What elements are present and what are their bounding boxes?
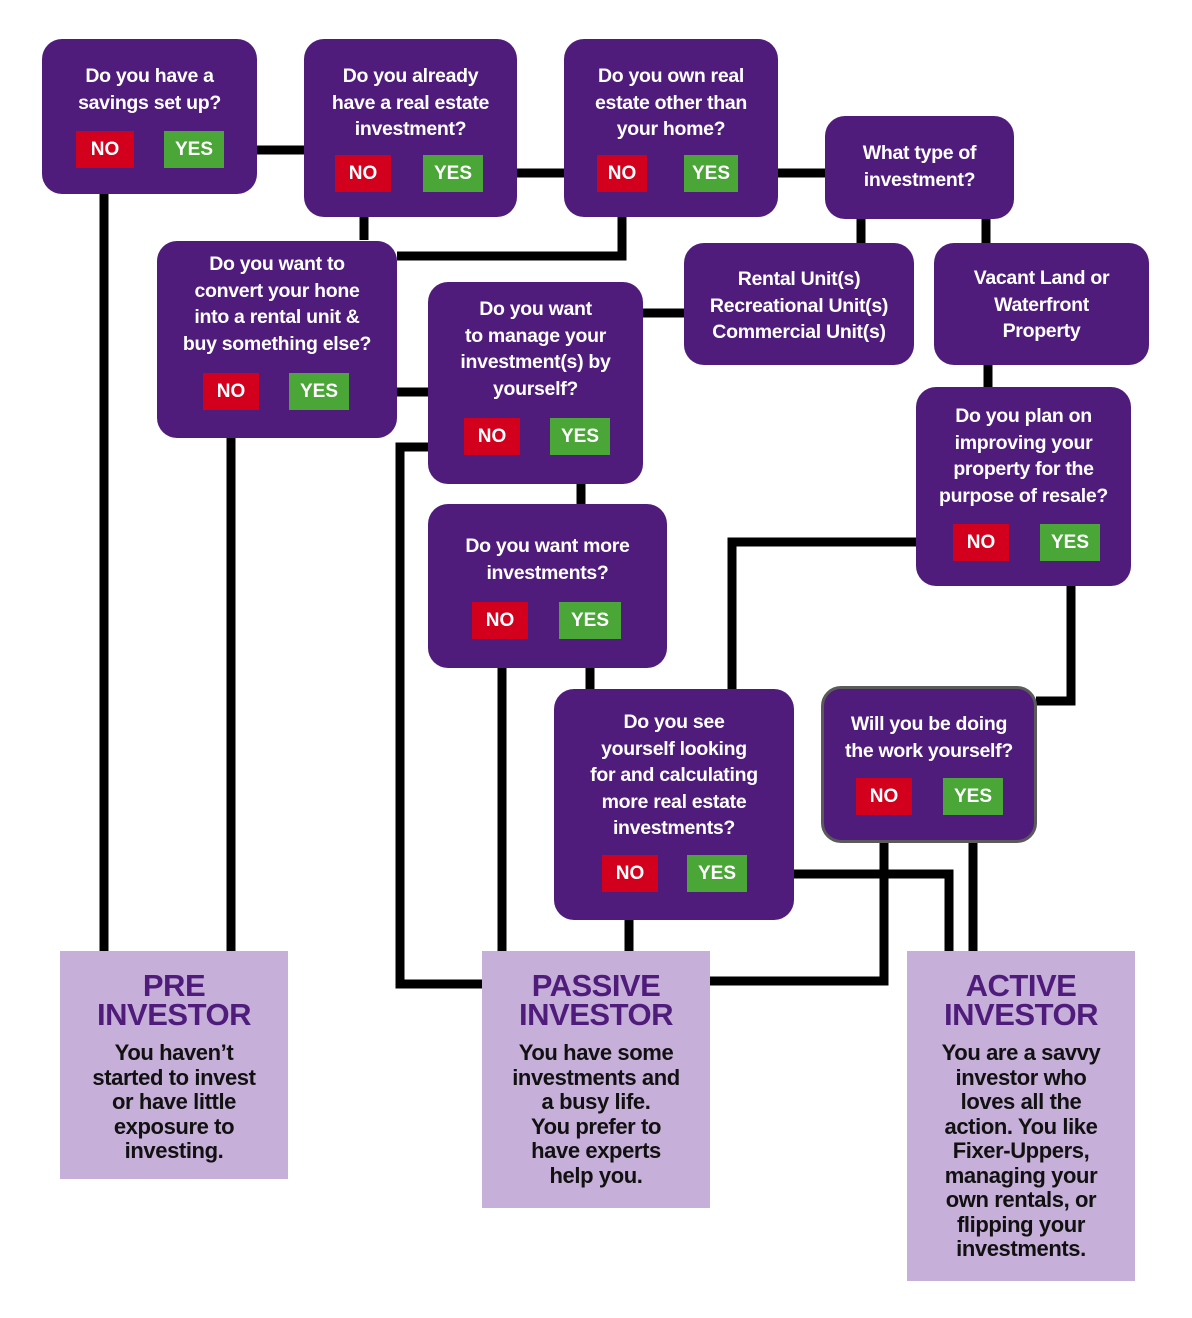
question-savings: Do you have a savings set up? NO YES: [42, 39, 257, 194]
yes-button[interactable]: YES: [423, 155, 483, 192]
connector-work-no: [710, 815, 889, 986]
no-button[interactable]: NO: [602, 855, 658, 892]
option-vacant-land: Vacant Land or Waterfront Property: [934, 243, 1149, 365]
result-description: You have some investments and a busy lif…: [512, 1040, 680, 1188]
yes-button[interactable]: YES: [559, 602, 621, 639]
result-title: PRE INVESTOR: [97, 968, 251, 1032]
question-text: Do you already have a real estate invest…: [331, 65, 490, 140]
question-investment-type: What type of investment?: [825, 116, 1014, 219]
option-rental-units: Rental Unit(s) Recreational Unit(s) Comm…: [684, 243, 914, 365]
question-work-yourself: Will you be doing the work yourself? NO …: [821, 686, 1037, 843]
no-button[interactable]: NO: [464, 418, 520, 455]
yes-button[interactable]: YES: [943, 778, 1003, 815]
yes-button[interactable]: YES: [289, 373, 349, 410]
question-already-invested: Do you already have a real estate invest…: [304, 39, 517, 217]
no-button[interactable]: NO: [597, 155, 647, 192]
option-text: Vacant Land or Waterfront Property: [973, 267, 1110, 342]
no-button[interactable]: NO: [335, 155, 391, 192]
connector-see-yes: [748, 869, 954, 952]
option-text: Rental Unit(s) Recreational Unit(s) Comm…: [709, 268, 889, 343]
result-passive-investor: PASSIVE INVESTOR You have some investmen…: [482, 951, 710, 1208]
result-active-investor: ACTIVE INVESTOR You are a savvy investor…: [907, 951, 1135, 1281]
question-text: What type of investment?: [862, 142, 977, 191]
result-pre-investor: PRE INVESTOR You haven’t started to inve…: [60, 951, 288, 1179]
no-button[interactable]: NO: [953, 524, 1009, 561]
result-description: You are a savvy investor who loves all t…: [941, 1040, 1101, 1261]
yes-button[interactable]: YES: [687, 855, 747, 892]
question-text: Do you want to convert your hone into a …: [182, 253, 372, 355]
question-manage-yourself: Do you want to manage your investment(s)…: [428, 282, 643, 484]
connector-improve-yes: [1036, 561, 1076, 706]
yes-button[interactable]: YES: [550, 418, 610, 455]
question-text: Will you be doing the work yourself?: [845, 713, 1013, 762]
question-convert-home: Do you want to convert your hone into a …: [157, 241, 397, 438]
yes-button[interactable]: YES: [1040, 524, 1100, 561]
question-improve-for-resale: Do you plan on improving your property f…: [916, 387, 1131, 586]
no-button[interactable]: NO: [76, 131, 134, 168]
question-text: Do you want more investments?: [465, 535, 630, 584]
question-text: Do you have a savings set up?: [78, 65, 221, 114]
result-title: PASSIVE INVESTOR: [519, 968, 673, 1032]
no-button[interactable]: NO: [856, 778, 912, 815]
question-more-investments: Do you want more investments? NO YES: [428, 504, 667, 668]
question-text: Do you want to manage your investment(s)…: [460, 298, 611, 400]
result-description: You haven’t started to invest or have li…: [92, 1040, 256, 1163]
result-title: ACTIVE INVESTOR: [944, 968, 1098, 1032]
no-button[interactable]: NO: [472, 602, 528, 639]
connector-improve-no: [727, 537, 952, 690]
question-text: Do you plan on improving your property f…: [938, 405, 1109, 507]
question-text: Do you own real estate other than your h…: [594, 65, 747, 140]
question-see-yourself-calculating: Do you see yourself looking for and calc…: [554, 689, 794, 920]
yes-button[interactable]: YES: [164, 131, 224, 168]
question-text: Do you see yourself looking for and calc…: [590, 711, 758, 839]
yes-button[interactable]: YES: [684, 155, 738, 192]
no-button[interactable]: NO: [203, 373, 259, 410]
question-own-other-real-estate: Do you own real estate other than your h…: [564, 39, 778, 217]
